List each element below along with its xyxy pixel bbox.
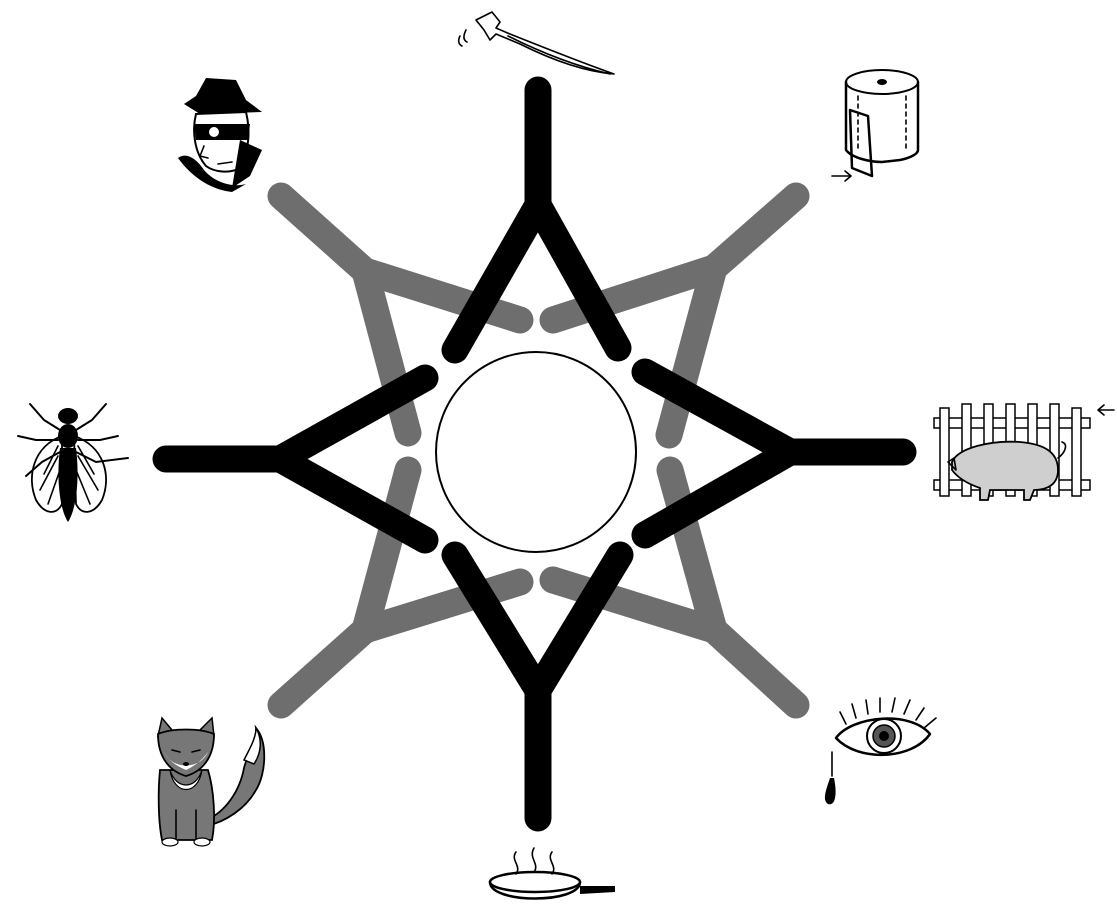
caged-pig-icon <box>934 404 1114 500</box>
arm-west <box>166 378 425 540</box>
toilet-paper-icon <box>832 70 918 181</box>
arm-east <box>645 372 903 535</box>
center-circle <box>436 352 636 552</box>
fox-icon <box>158 718 264 846</box>
masked-bandit-icon <box>178 78 262 192</box>
arm-north <box>455 90 618 350</box>
arm-south <box>455 555 620 818</box>
frying-pan-icon <box>490 848 615 899</box>
sock-icon <box>459 12 614 74</box>
fly-icon <box>18 404 128 522</box>
crying-eye-icon <box>825 698 936 804</box>
